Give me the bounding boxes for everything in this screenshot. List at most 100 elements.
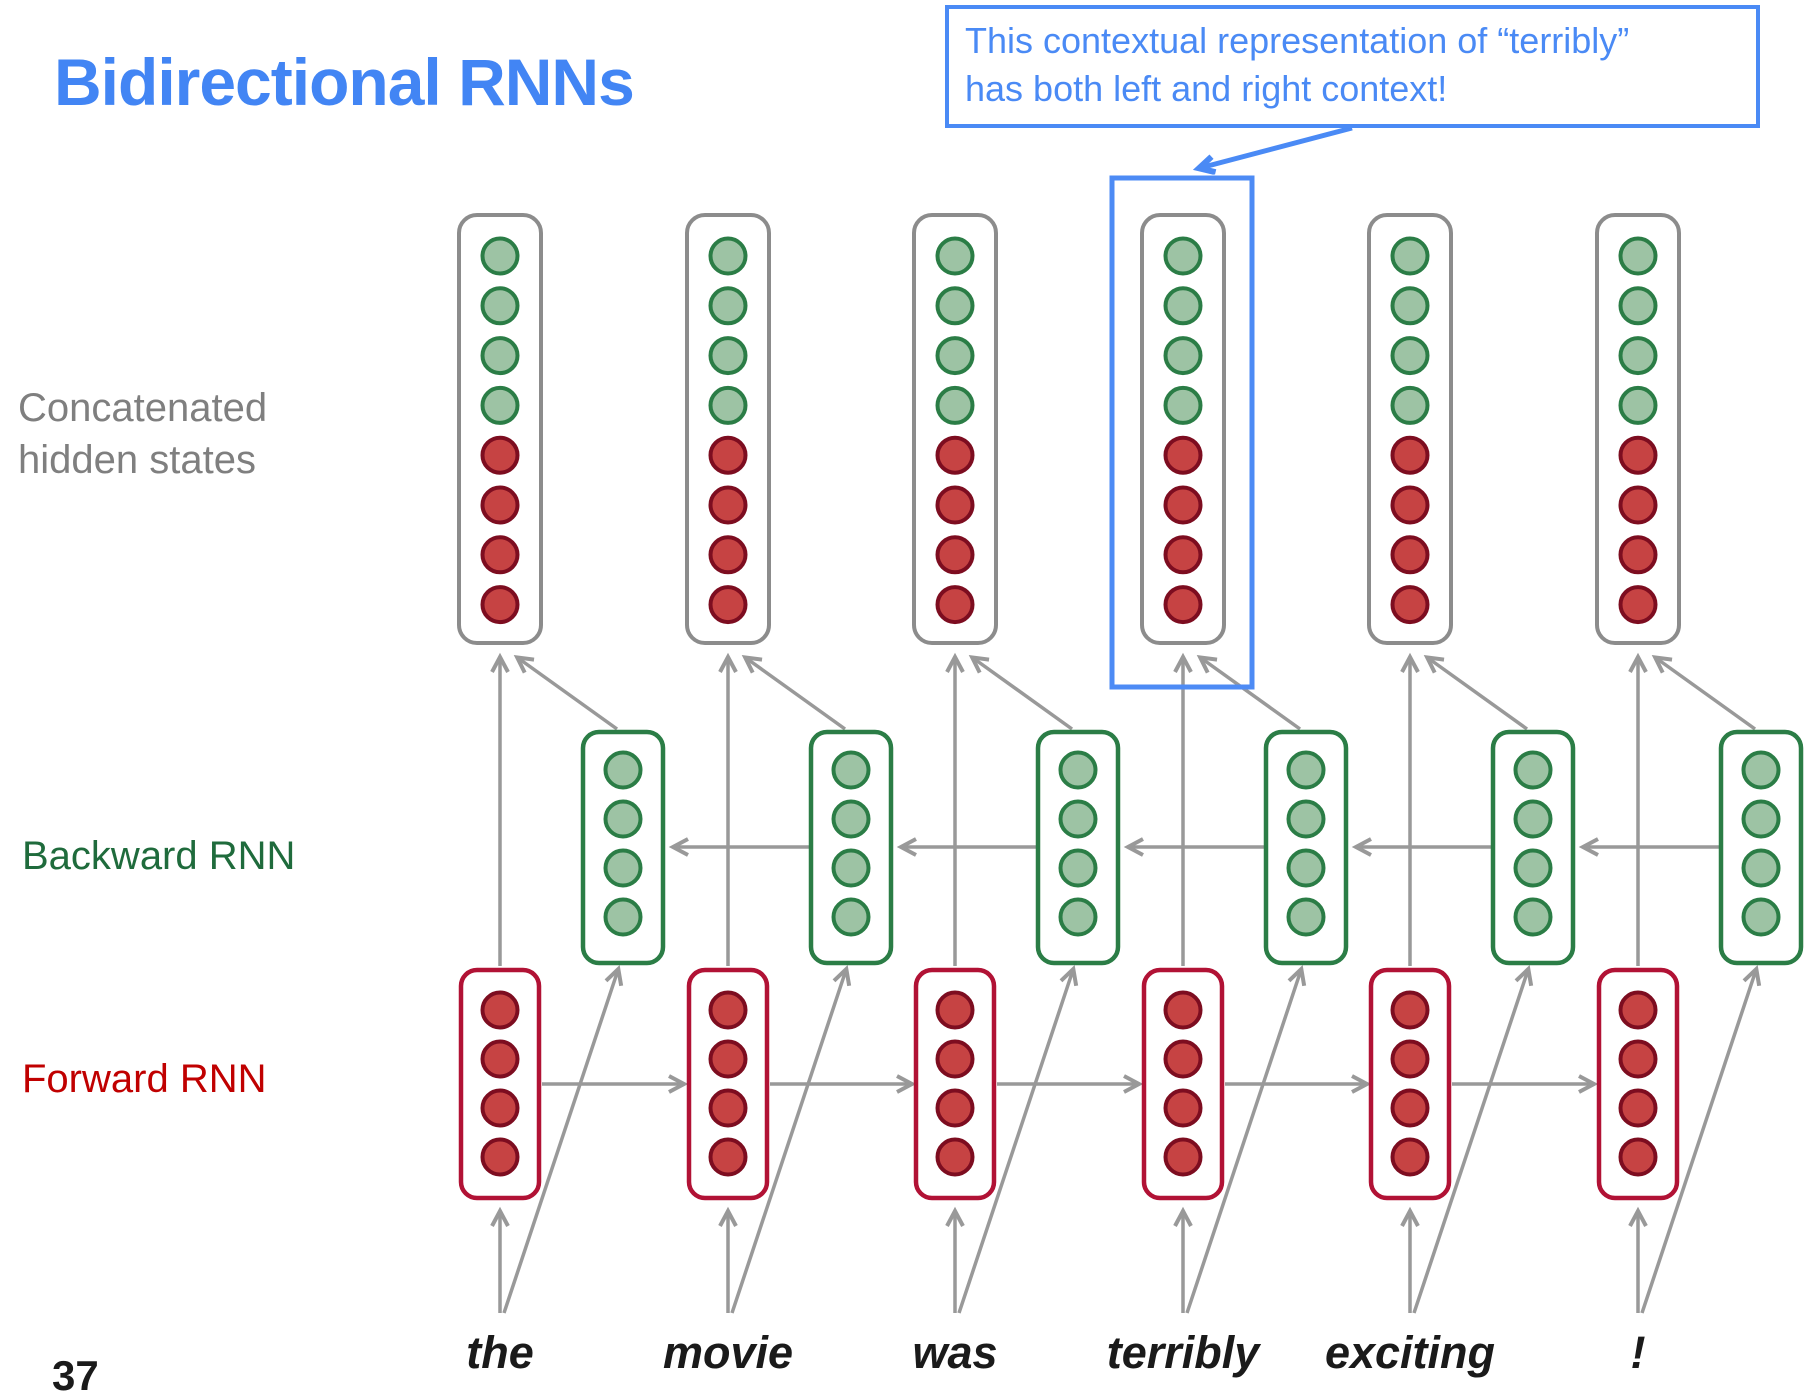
backward-unit-circle xyxy=(1741,799,1781,839)
forward-unit-circle xyxy=(1618,1039,1658,1079)
backward-unit-circle xyxy=(603,897,643,937)
word-label: exciting xyxy=(1325,1327,1495,1378)
backward-unit-circle xyxy=(1513,750,1553,790)
backward-rnn-label: Backward RNN xyxy=(22,834,296,878)
backward-unit-circle xyxy=(1058,848,1098,888)
concat-box xyxy=(685,213,771,645)
concat-unit-green-circle xyxy=(1390,286,1430,326)
backward-unit-circle xyxy=(1286,799,1326,839)
concat-unit-red-circle xyxy=(1618,435,1658,475)
forward-unit-circle xyxy=(1163,1039,1203,1079)
forward-unit-circle xyxy=(480,990,520,1030)
concat-unit-green-circle xyxy=(708,286,748,326)
forward-unit-circle xyxy=(1618,990,1658,1030)
backward-unit-circle xyxy=(831,750,871,790)
callout-line-2: has both left and right context! xyxy=(965,67,1448,109)
forward-unit-circle xyxy=(708,1039,748,1079)
backward-rnn-box xyxy=(1718,729,1804,966)
concat-unit-green-circle xyxy=(480,236,520,276)
concat-unit-green-circle xyxy=(480,385,520,425)
word-to-backward-arrow xyxy=(730,965,852,1314)
concat-unit-red-circle xyxy=(935,435,975,475)
concat-unit-green-circle xyxy=(935,236,975,276)
backward-unit-circle xyxy=(831,897,871,937)
concat-unit-red-circle xyxy=(480,435,520,475)
forward-unit-circle xyxy=(480,1039,520,1079)
concatenated-label-line-1: Concatenated xyxy=(18,386,268,430)
concat-unit-green-circle xyxy=(708,236,748,276)
concat-unit-green-circle xyxy=(935,286,975,326)
callout-arrow xyxy=(1200,125,1353,168)
backward-unit-circle xyxy=(1513,848,1553,888)
forward-unit-circle xyxy=(935,1088,975,1128)
concat-unit-green-circle xyxy=(480,336,520,376)
backward-rnn-box xyxy=(580,729,666,966)
concat-box xyxy=(1595,213,1681,645)
backward-unit-circle xyxy=(1513,799,1553,839)
word-to-backward-arrow xyxy=(1412,965,1534,1314)
concat-unit-green-circle xyxy=(935,385,975,425)
concat-unit-red-circle xyxy=(935,585,975,625)
backward-unit-circle xyxy=(1741,750,1781,790)
backward-rnn-box xyxy=(808,729,894,966)
concat-box xyxy=(1367,213,1453,645)
word-to-backward-arrow xyxy=(957,965,1079,1314)
backward-unit-circle xyxy=(603,848,643,888)
backward-unit-circle xyxy=(831,799,871,839)
concat-unit-green-circle xyxy=(480,286,520,326)
forward-rnn-box xyxy=(1368,967,1452,1201)
callout-box: This contextual representation of “terri… xyxy=(945,5,1760,128)
concat-unit-green-circle xyxy=(1390,385,1430,425)
concat-unit-red-circle xyxy=(1618,535,1658,575)
forward-unit-circle xyxy=(1390,1039,1430,1079)
word-to-backward-arrow xyxy=(1640,965,1762,1314)
backward-unit-circle xyxy=(1741,848,1781,888)
backward-unit-circle xyxy=(603,799,643,839)
concat-unit-green-circle xyxy=(1163,236,1203,276)
backward-unit-circle xyxy=(1286,750,1326,790)
forward-unit-circle xyxy=(1390,990,1430,1030)
concat-unit-red-circle xyxy=(480,585,520,625)
concat-unit-red-circle xyxy=(1390,435,1430,475)
forward-rnn-box xyxy=(1596,967,1680,1201)
forward-unit-circle xyxy=(1390,1088,1430,1128)
concat-unit-red-circle xyxy=(480,535,520,575)
backward-rnn-box xyxy=(1263,729,1349,966)
concat-unit-green-circle xyxy=(935,336,975,376)
callout-line-1: This contextual representation of “terri… xyxy=(965,20,1630,61)
forward-unit-circle xyxy=(1390,1137,1430,1177)
backward-unit-circle xyxy=(1741,897,1781,937)
forward-unit-circle xyxy=(1618,1137,1658,1177)
forward-unit-circle xyxy=(708,990,748,1030)
backward-unit-circle xyxy=(1286,848,1326,888)
backward-unit-circle xyxy=(1513,897,1553,937)
forward-unit-circle xyxy=(480,1088,520,1128)
concat-unit-red-circle xyxy=(1163,435,1203,475)
backward-rnn-box xyxy=(1490,729,1576,966)
concat-unit-green-circle xyxy=(1163,286,1203,326)
concat-box xyxy=(912,213,998,645)
forward-rnn-label: Forward RNN xyxy=(22,1057,267,1101)
forward-unit-circle xyxy=(935,1039,975,1079)
concat-unit-red-circle xyxy=(1390,535,1430,575)
word-label: ! xyxy=(1631,1327,1646,1378)
backward-unit-circle xyxy=(1058,897,1098,937)
backward-unit-circle xyxy=(1058,750,1098,790)
concat-unit-red-circle xyxy=(935,485,975,525)
concat-unit-red-circle xyxy=(1618,485,1658,525)
concatenated-hidden-states-label: Concatenated hidden states xyxy=(18,382,267,486)
backward-to-concat-arrow xyxy=(1651,654,1757,731)
concat-unit-green-circle xyxy=(1163,385,1203,425)
concat-unit-red-circle xyxy=(708,585,748,625)
forward-unit-circle xyxy=(708,1088,748,1128)
forward-rnn-box xyxy=(686,967,770,1201)
concat-unit-red-circle xyxy=(708,485,748,525)
backward-to-concat-arrow xyxy=(513,654,619,731)
concat-unit-green-circle xyxy=(708,336,748,376)
concat-unit-red-circle xyxy=(1390,485,1430,525)
concat-unit-green-circle xyxy=(708,385,748,425)
concat-unit-red-circle xyxy=(1163,585,1203,625)
forward-unit-circle xyxy=(1163,990,1203,1030)
backward-unit-circle xyxy=(1058,799,1098,839)
